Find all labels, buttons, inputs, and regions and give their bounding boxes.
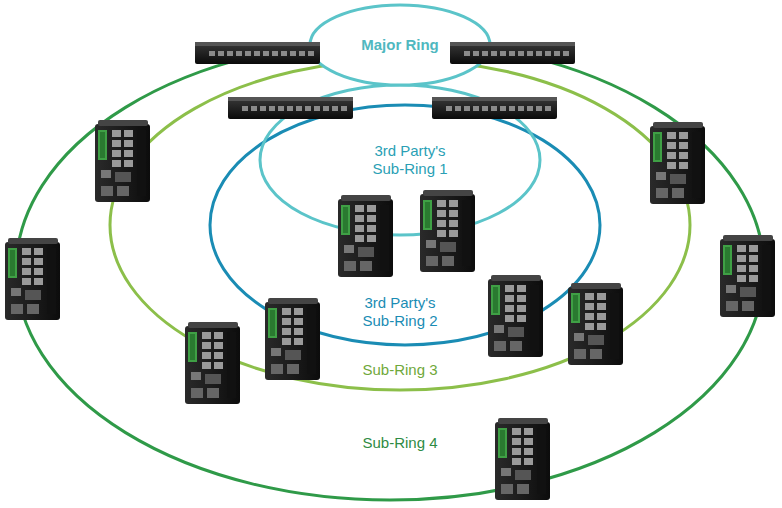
rack-switch (450, 42, 575, 64)
rack-switch (195, 42, 320, 64)
ring-label: 3rd Party's Sub-Ring 2 (353, 294, 448, 330)
rack-switch (432, 97, 557, 119)
industrial-switch (265, 298, 320, 380)
industrial-switch (338, 195, 393, 277)
industrial-switch (185, 322, 240, 404)
sub-ring-4-line (16, 40, 764, 500)
industrial-switch (650, 122, 705, 204)
industrial-switch (488, 275, 543, 357)
ring-label: Sub-Ring 3 (340, 361, 460, 379)
industrial-switch (95, 120, 150, 202)
rack-switch (228, 97, 353, 119)
industrial-switch (495, 418, 550, 500)
industrial-switch (420, 190, 475, 272)
industrial-switch (720, 235, 775, 317)
industrial-switch (5, 238, 60, 320)
ring-label: Major Ring (340, 36, 460, 54)
ring-label: Sub-Ring 4 (340, 434, 460, 452)
industrial-switch (568, 283, 623, 365)
ring-label: 3rd Party's Sub-Ring 1 (363, 142, 458, 178)
